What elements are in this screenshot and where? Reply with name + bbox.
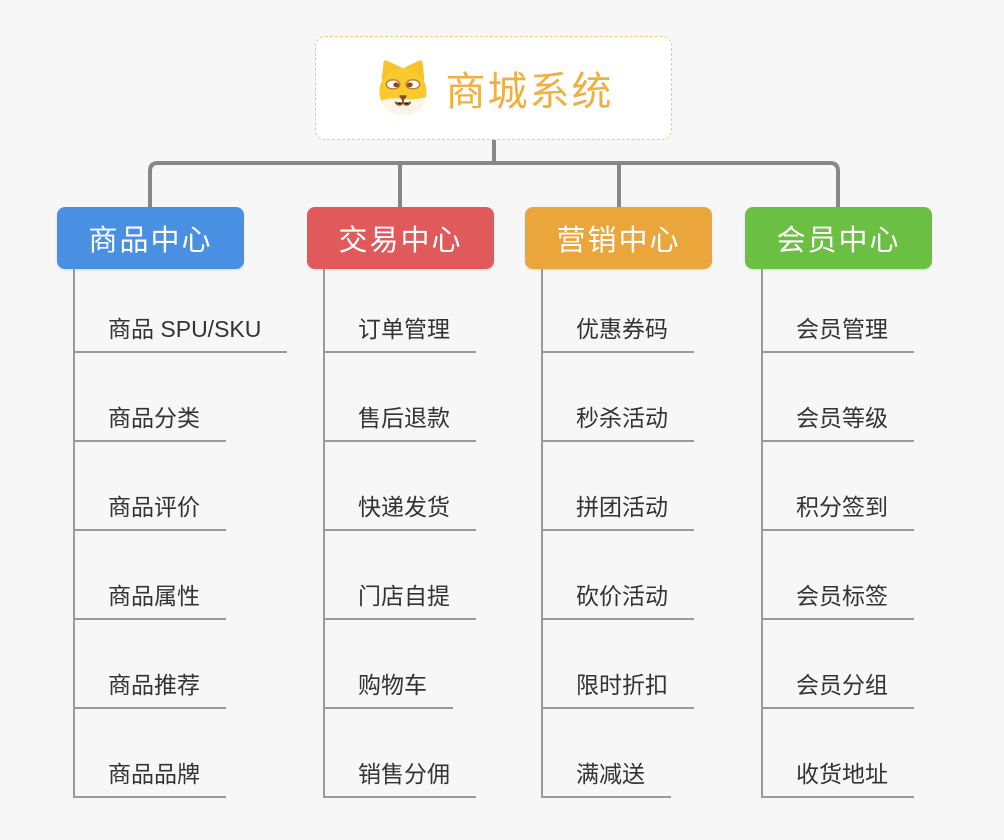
mindmap-item[interactable]: 满减送 [543,709,694,798]
item-label: 商品 SPU/SKU [75,310,288,353]
mindmap-item[interactable]: 砍价活动 [543,531,694,620]
mindmap-item[interactable]: 售后退款 [325,353,476,442]
item-label: 商品属性 [75,577,226,620]
branch-trade-center: 交易中心 订单管理 售后退款 快递发货 门店自提 购物车 销售分佣 [307,207,494,798]
mindmap-item[interactable]: 收货地址 [763,709,914,798]
item-label: 门店自提 [325,577,476,620]
mindmap-item[interactable]: 秒杀活动 [543,353,694,442]
mindmap-item[interactable]: 商品评价 [75,442,287,531]
mindmap-item[interactable]: 商品属性 [75,531,287,620]
mindmap-item[interactable]: 拼团活动 [543,442,694,531]
branch-label: 会员中心 [776,225,901,257]
item-label: 商品推荐 [75,666,226,709]
dog-face-icon [378,60,427,116]
item-label: 限时折扣 [543,666,694,709]
branch-member-center: 会员中心 会员管理 会员等级 积分签到 会员标签 会员分组 收货地址 [745,207,932,798]
root-title: 商城系统 [445,70,614,114]
mindmap-item[interactable]: 优惠券码 [543,269,694,353]
mindmap-item[interactable]: 商品推荐 [75,620,287,709]
mindmap-item[interactable]: 快递发货 [325,442,476,531]
item-label: 优惠券码 [543,310,694,353]
mindmap-item[interactable]: 订单管理 [325,269,476,353]
mindmap-item[interactable]: 商品分类 [75,353,287,442]
item-label: 商品分类 [75,399,226,442]
branch-items-marketing-center: 优惠券码 秒杀活动 拼团活动 砍价活动 限时折扣 满减送 [541,269,694,798]
branch-header-marketing-center[interactable]: 营销中心 [525,207,712,269]
branch-label: 营销中心 [556,225,681,257]
branch-items-trade-center: 订单管理 售后退款 快递发货 门店自提 购物车 销售分佣 [323,269,476,798]
item-label: 销售分佣 [325,755,476,798]
mindmap-item[interactable]: 会员等级 [763,353,914,442]
mindmap-item[interactable]: 购物车 [325,620,476,709]
item-label: 售后退款 [325,399,476,442]
branch-header-trade-center[interactable]: 交易中心 [307,207,494,269]
branch-header-member-center[interactable]: 会员中心 [745,207,932,269]
item-label: 商品评价 [75,488,226,531]
root-node[interactable]: 商城系统 [315,36,672,140]
item-label: 收货地址 [763,755,914,798]
item-label: 快递发货 [325,488,476,531]
branch-label: 商品中心 [88,225,213,257]
branch-items-member-center: 会员管理 会员等级 积分签到 会员标签 会员分组 收货地址 [761,269,914,798]
item-label: 秒杀活动 [543,399,694,442]
item-label: 砍价活动 [543,577,694,620]
mindmap-item[interactable]: 会员管理 [763,269,914,353]
mindmap-item[interactable]: 积分签到 [763,442,914,531]
branch-label: 交易中心 [338,225,463,257]
mindmap-item[interactable]: 销售分佣 [325,709,476,798]
mindmap-item[interactable]: 会员标签 [763,531,914,620]
branch-items-product-center: 商品 SPU/SKU 商品分类 商品评价 商品属性 商品推荐 商品品牌 [73,269,288,798]
mindmap-item[interactable]: 商品品牌 [75,709,287,798]
item-label: 积分签到 [763,488,914,531]
branch-header-product-center[interactable]: 商品中心 [57,207,244,269]
item-label: 满减送 [543,755,671,798]
item-label: 订单管理 [325,310,476,353]
item-label: 拼团活动 [543,488,694,531]
item-label: 购物车 [325,666,453,709]
branch-marketing-center: 营销中心 优惠券码 秒杀活动 拼团活动 砍价活动 限时折扣 满减送 [525,207,712,798]
item-label: 会员等级 [763,399,914,442]
branch-product-center: 商品中心 商品 SPU/SKU 商品分类 商品评价 商品属性 商品推荐 商品品牌 [57,207,288,798]
item-label: 商品品牌 [75,755,226,798]
item-label: 会员管理 [763,310,914,353]
item-label: 会员标签 [763,577,914,620]
mindmap-item[interactable]: 门店自提 [325,531,476,620]
mindmap-item[interactable]: 会员分组 [763,620,914,709]
mindmap-item[interactable]: 商品 SPU/SKU [75,269,288,353]
item-label: 会员分组 [763,666,914,709]
mindmap-item[interactable]: 限时折扣 [543,620,694,709]
